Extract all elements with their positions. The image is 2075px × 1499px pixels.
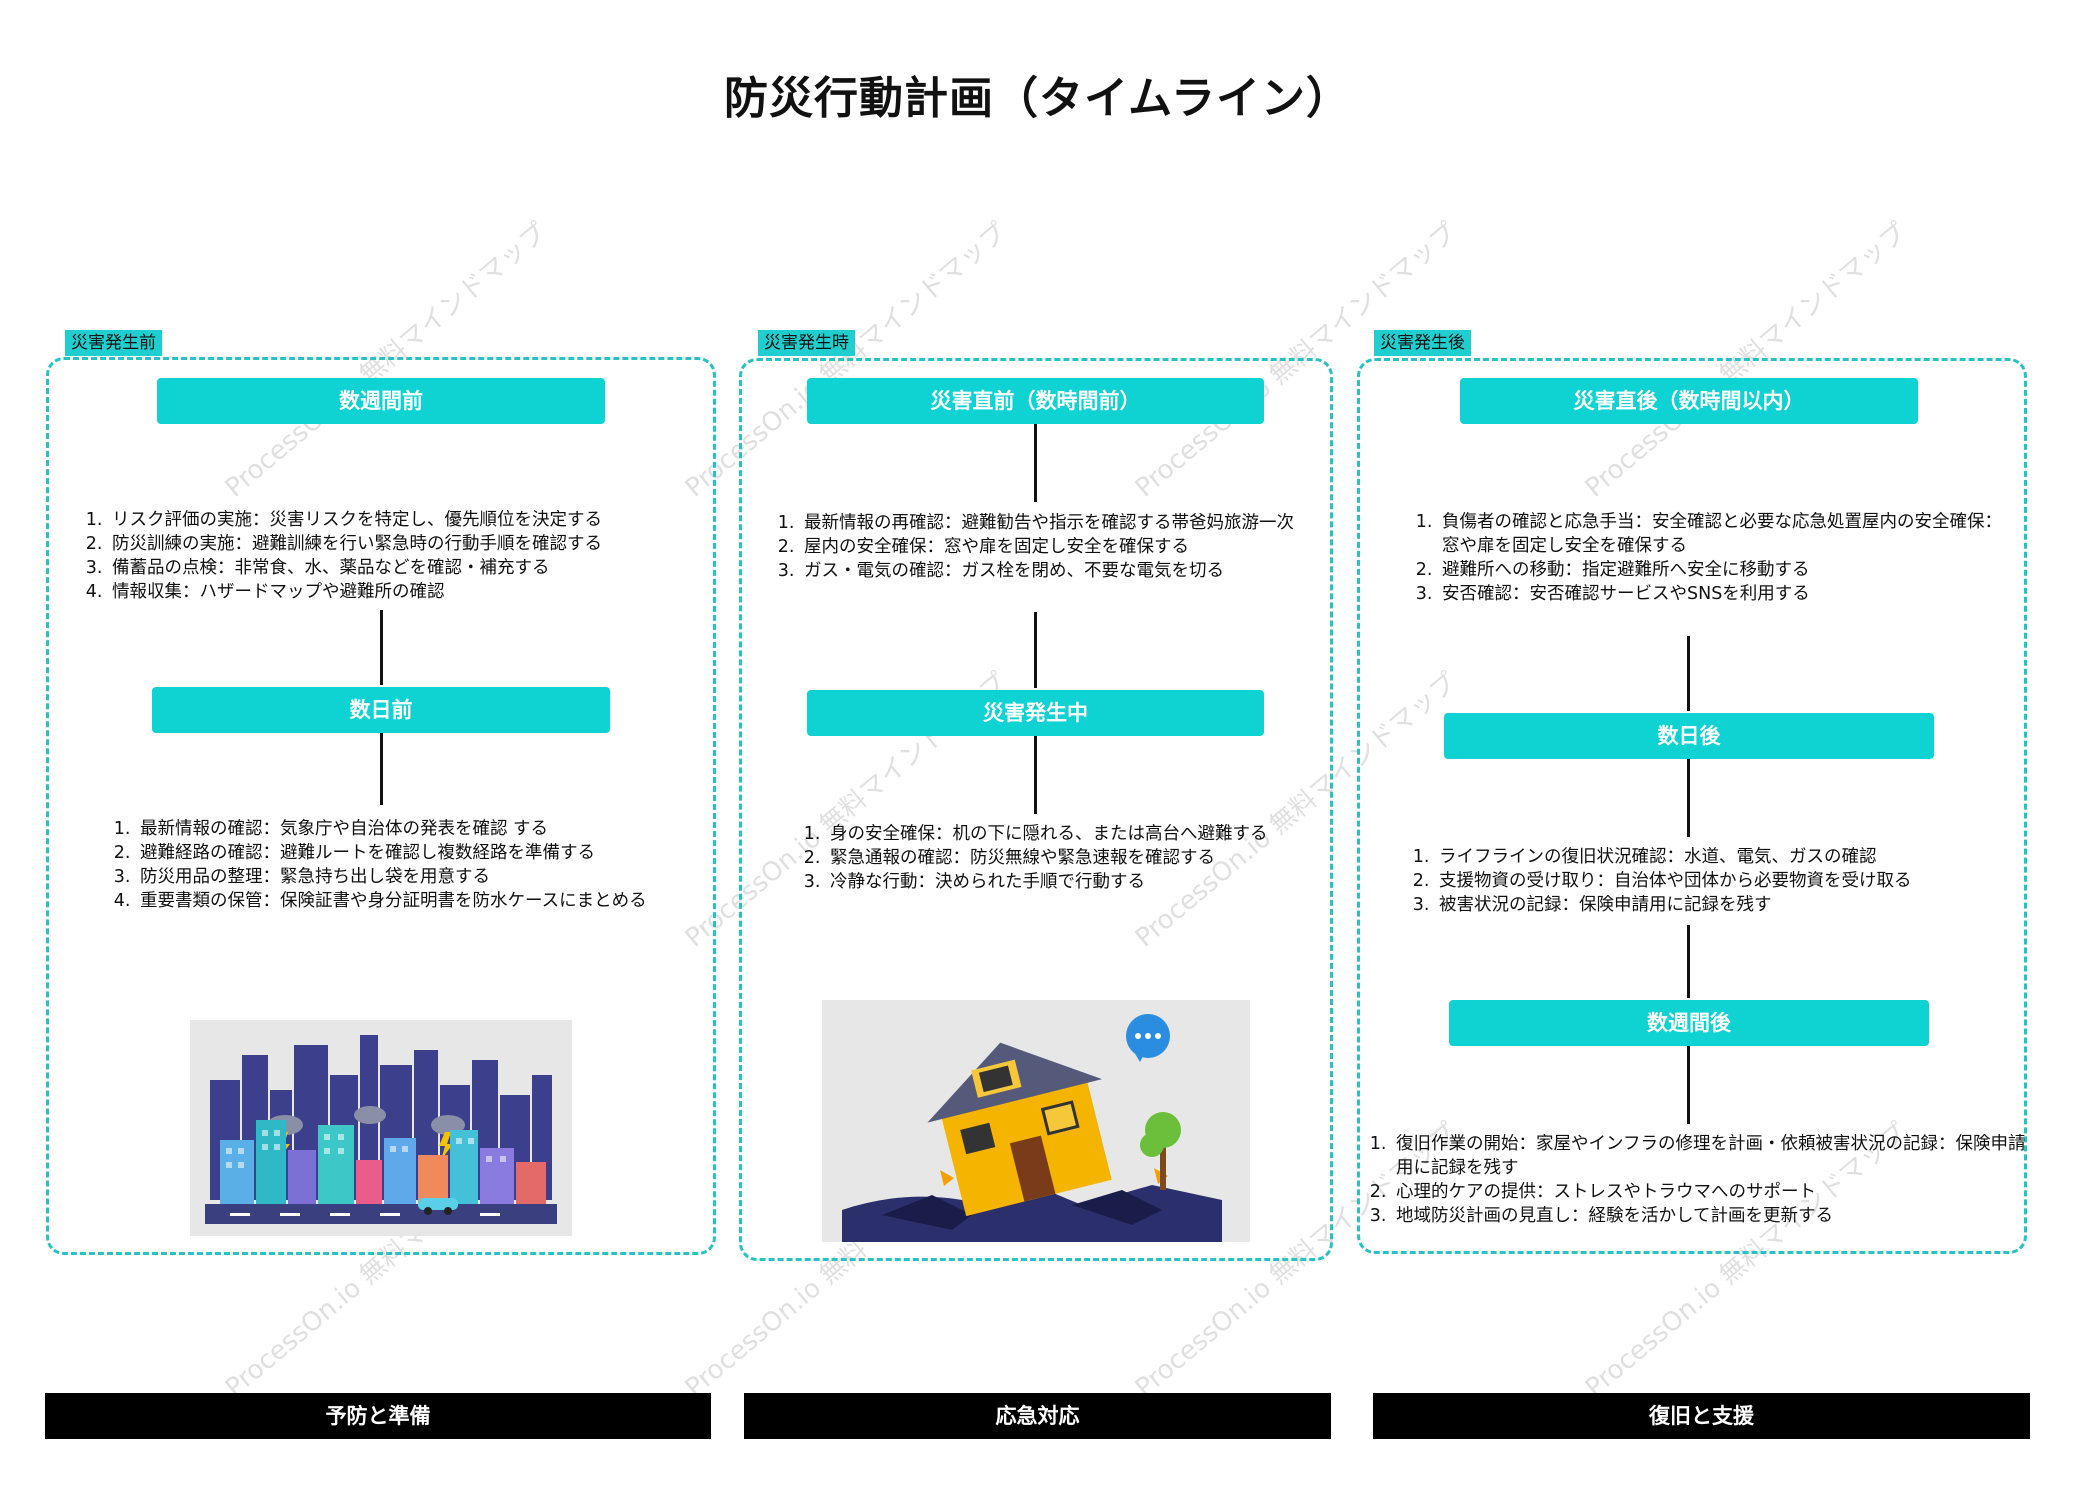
step-hours-before-list: 最新情報の再確認：避難勧告や指示を確認する帯爸妈旅游一次 屋内の安全確保：窓や扉… xyxy=(772,511,1360,583)
step-during-disaster-list: 身の安全確保：机の下に隠れる、または高台へ避難する 緊急通報の確認：防災無線や緊… xyxy=(798,822,1356,894)
phase-tag-during: 災害発生時 xyxy=(758,330,855,356)
step-days-after-list: ライフラインの復旧状況確認：水道、電気、ガスの確認 支援物資の受け取り：自治体や… xyxy=(1407,845,2055,917)
step-days-after: 数日後 xyxy=(1444,713,1934,759)
connector-line xyxy=(380,733,383,805)
city-storm-illustration xyxy=(190,1020,572,1236)
list-item: 最新情報の再確認：避難勧告や指示を確認する帯爸妈旅游一次 xyxy=(800,511,1360,535)
list-item-text: 窓や扉を固定し安全を確保する xyxy=(1442,536,1687,556)
list-item: 地域防災計画の見直し：経験を活かして計画を更新する xyxy=(1392,1204,2027,1228)
list-item: 冷静な行動：決められた手順で行動する xyxy=(826,870,1356,894)
step-during-disaster: 災害発生中 xyxy=(807,690,1264,736)
list-item: 防災訓練の実施：避難訓練を行い緊急時の行動手順を確認する xyxy=(108,532,728,556)
step-weeks-after-list: 復旧作業の開始：家屋やインフラの修理を計画・依頼被害状況の記録：保険申請用に記録… xyxy=(1364,1132,2027,1228)
list-item: 屋内の安全確保：窓や扉を固定し安全を確保する xyxy=(800,535,1360,559)
list-item: 備蓄品の点検：非常食、水、薬品などを確認・補充する xyxy=(108,556,728,580)
list-item: 最新情報の確認：気象庁や自治体の発表を確認 する xyxy=(136,817,736,841)
connector-line xyxy=(1687,1046,1690,1124)
phase-tag-after: 災害発生後 xyxy=(1374,330,1471,356)
connector-line xyxy=(380,610,383,685)
list-item: 避難所への移動：指定避難所へ安全に移動する xyxy=(1438,558,2048,582)
phase-box-during xyxy=(739,358,1333,1261)
list-item: ライフラインの復旧状況確認：水道、電気、ガスの確認 xyxy=(1435,845,2055,869)
list-item: 支援物資の受け取り：自治体や団体から必要物資を受け取る xyxy=(1435,869,2055,893)
step-days-before: 数日前 xyxy=(152,687,610,733)
list-item: 身の安全確保：机の下に隠れる、または高台へ避難する xyxy=(826,822,1356,846)
list-item: 心理的ケアの提供：ストレスやトラウマへのサポート xyxy=(1392,1180,2027,1204)
phase-footer-recovery: 復旧と支援 xyxy=(1373,1393,2030,1439)
connector-line xyxy=(1687,925,1690,998)
phase-footer-prevention: 予防と準備 xyxy=(45,1393,711,1439)
list-item: 避難経路の確認：避難ルートを確認し複数経路を準備する xyxy=(136,841,736,865)
step-weeks-after: 数週間後 xyxy=(1449,1000,1929,1046)
list-item-text: 負傷者の確認と応急手当：安全確認と必要な応急処置屋内の安全確保： xyxy=(1442,512,2002,532)
list-item: 安否確認：安否確認サービスやSNSを利用する xyxy=(1438,582,2048,606)
earthquake-house-illustration xyxy=(822,1000,1250,1242)
phase-box-after xyxy=(1357,358,2027,1254)
step-immediately-after-list: 負傷者の確認と応急手当：安全確認と必要な応急処置屋内の安全確保： 窓や扉を固定し… xyxy=(1410,510,2048,606)
list-item: ガス・電気の確認：ガス栓を閉め、不要な電気を切る xyxy=(800,559,1360,583)
connector-line xyxy=(1687,636,1690,711)
list-item: 防災用品の整理：緊急持ち出し袋を用意する xyxy=(136,865,736,889)
list-item: 重要書類の保管：保険証書や身分証明書を防水ケースにまとめる xyxy=(136,889,736,913)
connector-line xyxy=(1034,612,1037,688)
connector-line xyxy=(1034,736,1037,814)
list-item: 負傷者の確認と応急手当：安全確認と必要な応急処置屋内の安全確保： 窓や扉を固定し… xyxy=(1438,510,2048,558)
connector-line xyxy=(1034,424,1037,502)
step-days-before-list: 最新情報の確認：気象庁や自治体の発表を確認 する 避難経路の確認：避難ルートを確… xyxy=(108,817,736,913)
page-title: 防災行動計画（タイムライン） xyxy=(724,73,1351,124)
connector-line xyxy=(1687,759,1690,837)
step-weeks-before: 数週間前 xyxy=(157,378,605,424)
list-item: リスク評価の実施：災害リスクを特定し、優先順位を決定する xyxy=(108,508,728,532)
step-immediately-after: 災害直後（数時間以内） xyxy=(1460,378,1918,424)
step-weeks-before-list: リスク評価の実施：災害リスクを特定し、優先順位を決定する 防災訓練の実施：避難訓… xyxy=(80,508,728,604)
list-item: 復旧作業の開始：家屋やインフラの修理を計画・依頼被害状況の記録：保険申請用に記録… xyxy=(1392,1132,2027,1180)
step-hours-before: 災害直前（数時間前） xyxy=(807,378,1264,424)
list-item: 被害状況の記録：保険申請用に記録を残す xyxy=(1435,893,2055,917)
phase-footer-response: 応急対応 xyxy=(744,1393,1331,1439)
phase-box-before xyxy=(46,357,716,1255)
list-item: 情報収集：ハザードマップや避難所の確認 xyxy=(108,580,728,604)
phase-tag-before: 災害発生前 xyxy=(65,330,162,356)
list-item: 緊急通報の確認：防災無線や緊急速報を確認する xyxy=(826,846,1356,870)
